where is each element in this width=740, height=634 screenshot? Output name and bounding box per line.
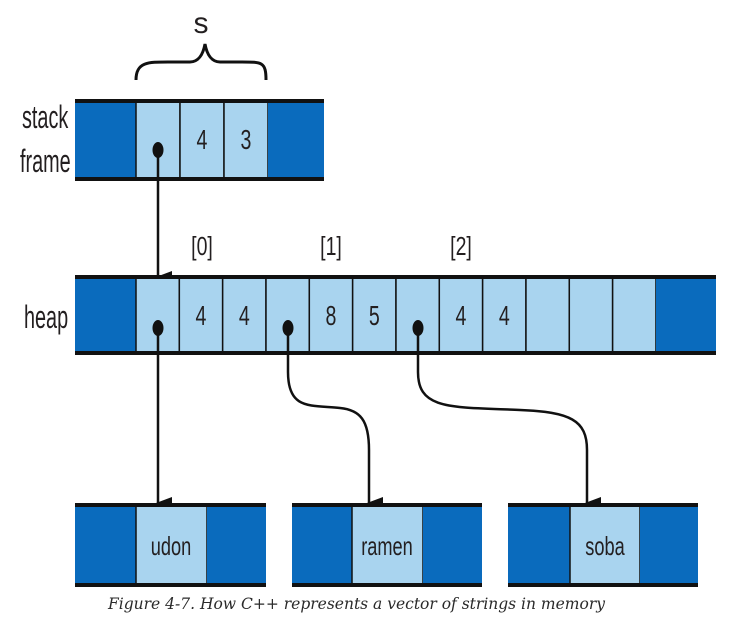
string-buffer-soba: soba	[508, 503, 698, 587]
heap-cell-value: 4	[239, 301, 250, 332]
heap-cell	[568, 276, 614, 354]
string-ramen-text: ramen	[361, 532, 413, 561]
string-soba-text: soba	[585, 532, 625, 561]
heap-buffer: 4 4 8 5 4 4	[75, 275, 716, 355]
soba-pointer-arrow	[416, 328, 601, 509]
string-buffer-ramen: ramen	[292, 503, 482, 587]
string-buffer-udon: udon	[75, 503, 266, 587]
heap-index-1: [1]	[320, 231, 342, 260]
heap-cell	[525, 276, 571, 354]
heap-pointer-dot-2	[412, 320, 424, 336]
heap-cell-value: 4	[456, 301, 467, 332]
stack-capacity-value: 3	[241, 125, 252, 156]
heap-pointer-dot-0	[152, 320, 164, 336]
heap-right-padding	[656, 277, 716, 353]
stack-length-value: 4	[197, 125, 208, 156]
stack-cell-length	[179, 100, 225, 180]
heap-index-2: [2]	[450, 231, 472, 260]
s-brace	[134, 43, 268, 81]
stack-frame: 4 3	[75, 99, 324, 181]
heap-cell-value: 8	[326, 301, 337, 332]
stack-left-padding	[75, 101, 136, 179]
heap-label: heap	[24, 299, 68, 335]
heap-cell	[611, 276, 657, 354]
stack-label: stack	[22, 99, 69, 135]
heap-left-padding	[75, 277, 136, 353]
ramen-pointer-arrow	[286, 328, 383, 509]
heap-cell-value: 4	[499, 301, 510, 332]
heap-index-0: [0]	[191, 231, 213, 260]
frame-label: frame	[20, 143, 71, 179]
heap-pointer-dot-1	[282, 320, 294, 336]
stack-right-padding	[268, 101, 324, 179]
heap-cell-value: 5	[369, 301, 380, 332]
heap-cell-value: 4	[196, 301, 207, 332]
figure-caption: Figure 4-7. How C++ represents a vector …	[108, 595, 605, 613]
variable-label: s	[194, 7, 209, 40]
string-udon-text: udon	[151, 532, 191, 561]
